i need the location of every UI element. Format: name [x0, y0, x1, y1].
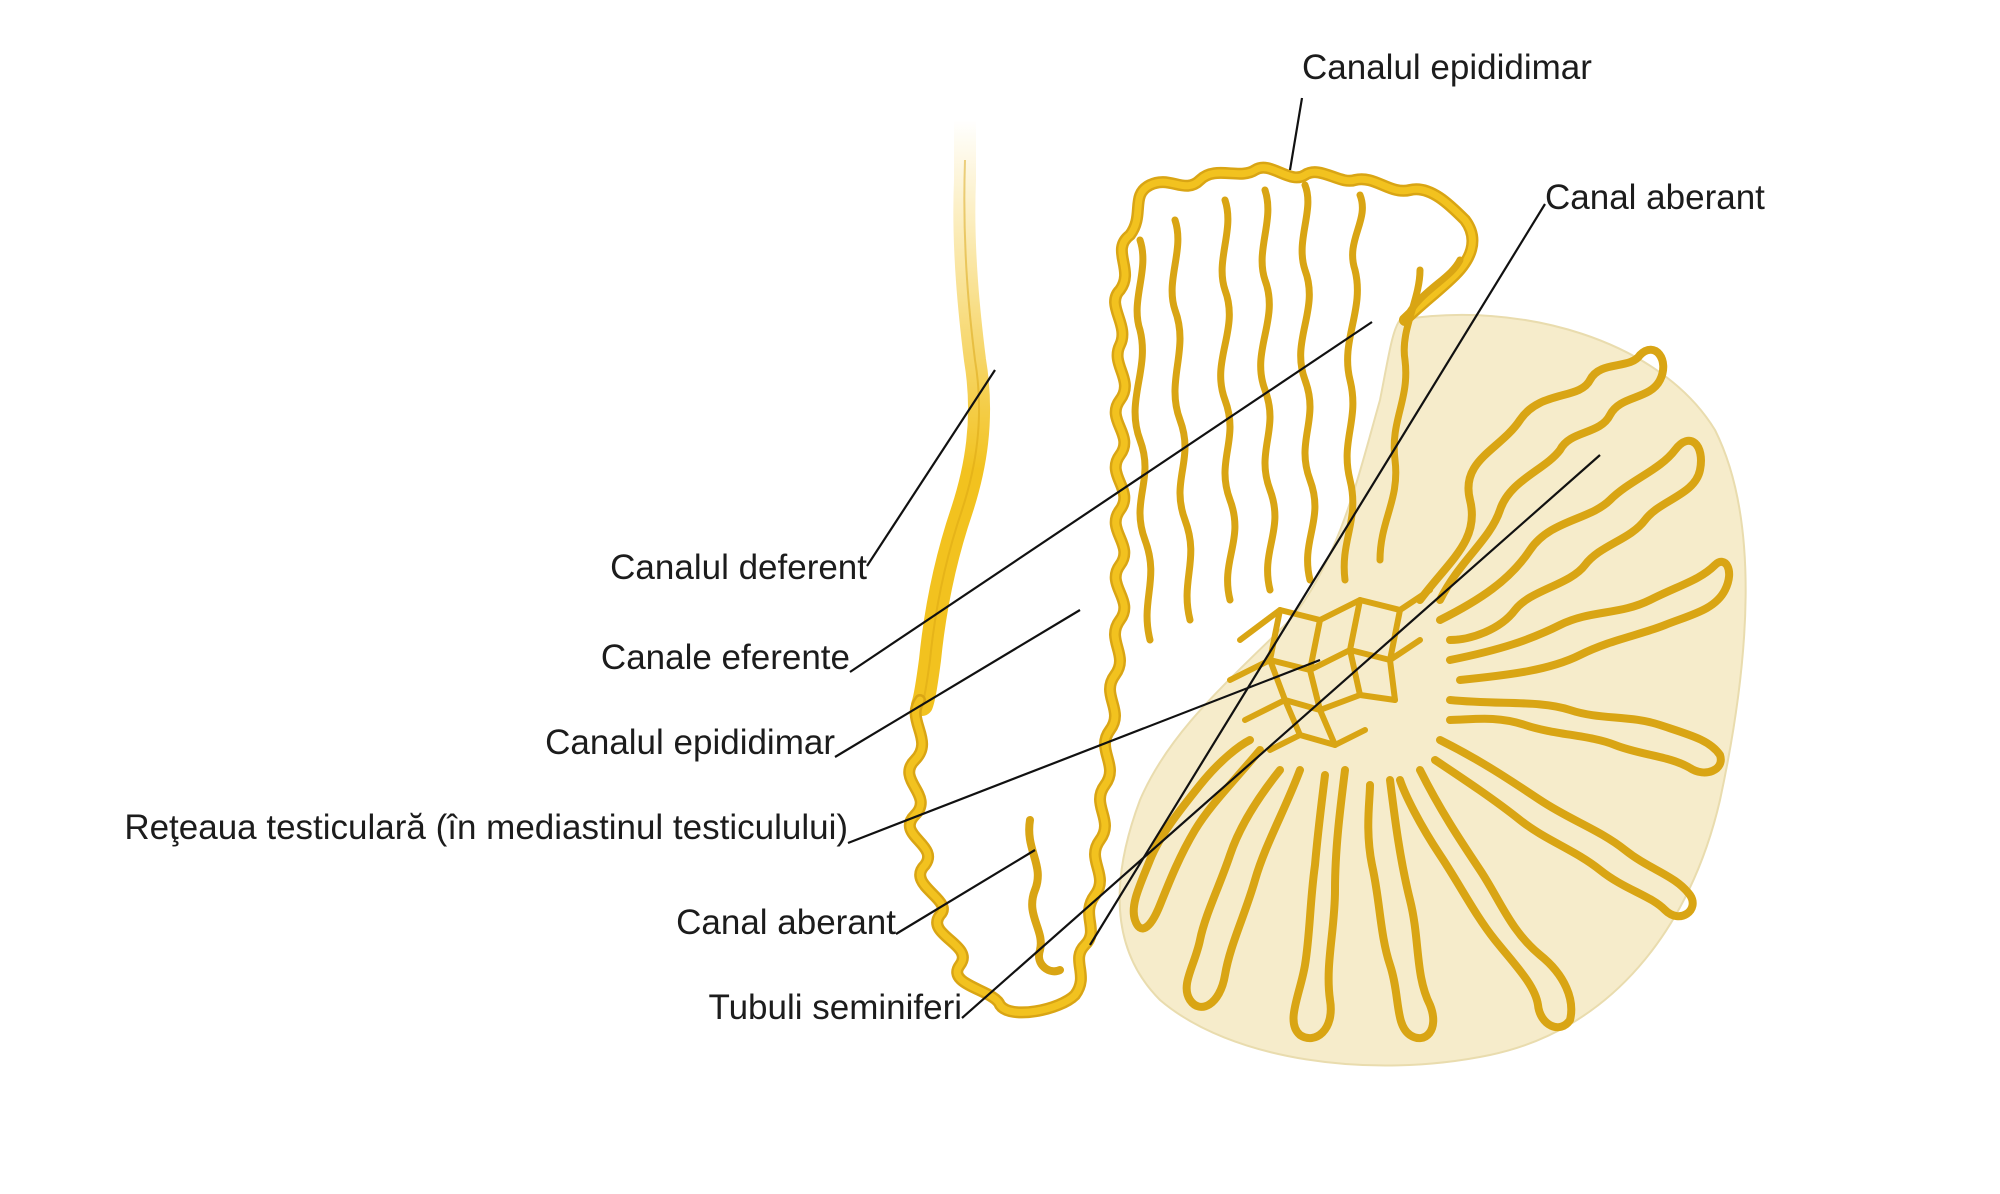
label-canal-aberant: Canal aberant	[676, 903, 896, 942]
label-reteaua-testiculara: Reţeaua testiculară (în mediastinul test…	[124, 808, 848, 847]
leader-canale-eferente	[849, 321, 1373, 673]
seminiferous-tubules	[1129, 345, 1734, 1043]
leader-canalul-deferent	[866, 369, 996, 567]
label-canal-aberant-top: Canal aberant	[1545, 178, 1765, 217]
testis-body	[1118, 314, 1747, 1067]
ductus-deferens	[911, 109, 991, 716]
leader-canalul-epididimar	[834, 609, 1081, 758]
label-canalul-epididimar: Canalul epididimar	[545, 723, 835, 762]
label-canalul-epididimar-top: Canalul epididimar	[1302, 48, 1592, 87]
leader-canal-aberant-top	[1089, 203, 1546, 946]
leader-canalul-epididimar-top	[1288, 97, 1304, 171]
aberrant-ductule-upper	[1401, 256, 1464, 324]
leader-tubuli-seminiferi	[961, 454, 1601, 1019]
label-tubuli-seminiferi: Tubuli seminiferi	[708, 988, 962, 1027]
aberrant-ductule-lower	[1025, 816, 1064, 976]
epididymis	[903, 161, 1479, 1019]
leader-canal-aberant	[895, 849, 1036, 935]
rete-testis	[1227, 587, 1433, 753]
label-canale-eferente: Canale eferente	[600, 638, 850, 677]
leader-reteaua-testiculara	[847, 658, 1321, 845]
label-canalul-deferent: Canalul deferent	[610, 548, 867, 587]
